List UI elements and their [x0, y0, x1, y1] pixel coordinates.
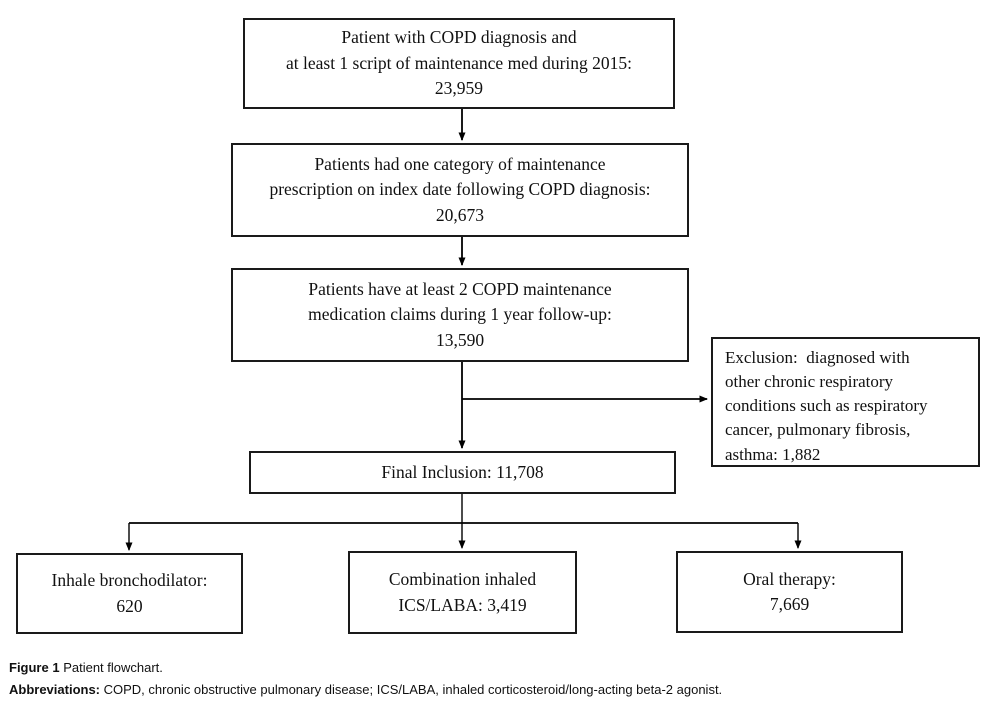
box-one-category-maintenance: Patients had one category of maintenance…: [231, 143, 689, 237]
box-oral-therapy: Oral therapy: 7,669: [676, 551, 903, 633]
figure-abbreviations: Abbreviations: COPD, chronic obstructive…: [9, 681, 722, 699]
box-combination-ics-laba: Combination inhaled ICS/LABA: 3,419: [348, 551, 577, 634]
figure-caption-text: Patient flowchart.: [59, 660, 163, 675]
box-two-maintenance-claims: Patients have at least 2 COPD maintenanc…: [231, 268, 689, 362]
box-inhale-bronchodilator: Inhale bronchodilator: 620: [16, 553, 243, 634]
abbreviations-text: COPD, chronic obstructive pulmonary dise…: [100, 682, 723, 697]
box-copd-diagnosis: Patient with COPD diagnosis and at least…: [243, 18, 675, 109]
figure-caption-label: Figure 1: [9, 660, 60, 675]
box-final-inclusion: Final Inclusion: 11,708: [249, 451, 676, 494]
box-exclusion: Exclusion: diagnosed with other chronic …: [711, 337, 980, 467]
figure-caption: Figure 1 Patient flowchart.: [9, 659, 163, 677]
abbreviations-label: Abbreviations:: [9, 682, 101, 697]
